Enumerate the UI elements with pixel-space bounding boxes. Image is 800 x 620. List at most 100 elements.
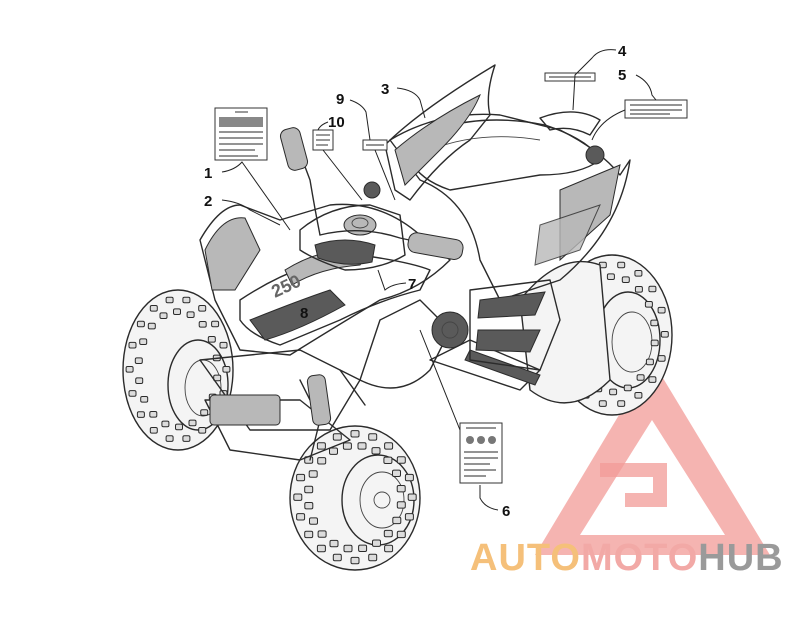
tire-knob: [332, 553, 342, 562]
tire-knob: [200, 409, 209, 416]
leader-lines: [221, 49, 657, 511]
tire-knob: [308, 470, 318, 478]
rear-fender: [389, 113, 631, 301]
tire-knob: [634, 270, 643, 277]
tire-knob: [149, 305, 158, 312]
tire-knob: [304, 502, 314, 510]
tire-knob: [350, 430, 360, 438]
tire-knob: [598, 400, 607, 407]
tire-knob: [188, 419, 197, 427]
tire-knob: [136, 411, 145, 418]
tire-knob: [342, 442, 352, 450]
tire-knob: [317, 530, 327, 538]
tire-knob: [650, 339, 659, 347]
decal-6-warning-label: [459, 422, 503, 484]
decal-4-label: [544, 72, 596, 82]
tire-knob: [621, 276, 630, 283]
tire-knob: [368, 553, 378, 562]
decal-10-label: [312, 129, 334, 151]
tire-knob: [396, 530, 406, 539]
tire-knob: [657, 306, 666, 314]
callout-10: 10: [328, 114, 345, 131]
handlebar: [279, 127, 464, 260]
callout-6: 6: [502, 503, 510, 520]
tire-knob: [198, 321, 207, 328]
watermark-part-hub: HUB: [698, 537, 783, 579]
tire-knob: [296, 513, 306, 521]
tire-knob: [304, 530, 314, 539]
tire-knob: [660, 331, 669, 338]
tire-knob: [392, 469, 401, 478]
callout-8: 8: [300, 305, 308, 322]
callout-7: 7: [408, 276, 416, 293]
tire-knob: [213, 374, 222, 382]
tire-knob: [332, 433, 342, 441]
tire-knob: [396, 456, 406, 464]
tire-knob: [383, 529, 393, 538]
tire-knob: [404, 513, 414, 521]
tire-knob: [165, 296, 174, 304]
tire-knob: [149, 427, 158, 434]
callout-2: 2: [204, 193, 212, 210]
callout-4: 4: [618, 43, 627, 60]
tire-knob: [173, 308, 181, 315]
tire-knob: [149, 411, 158, 418]
fuel-tank: [299, 204, 406, 271]
tire-knob: [309, 517, 318, 525]
tire-knob: [128, 341, 137, 349]
tire-knob: [634, 392, 643, 399]
tire-knob: [304, 485, 314, 494]
watermark-text: AUTOMOTOHUB: [470, 537, 784, 579]
watermark-part-moto: MOTO: [581, 537, 698, 579]
tire-knob: [329, 447, 338, 455]
tire-knob: [636, 374, 645, 381]
tire-knob: [372, 539, 381, 547]
tire-knob: [407, 493, 417, 501]
rear-grab-handle: [539, 111, 601, 136]
tire-knob: [186, 311, 195, 318]
front-right-wheel: [289, 425, 421, 571]
tire-knob: [392, 516, 402, 525]
tire-knob: [161, 420, 170, 428]
callout-9: 9: [336, 91, 344, 108]
tire-knob: [296, 473, 306, 482]
svg-text:AUTOMOTOHUB: AUTOMOTOHUB: [470, 537, 784, 579]
tire-knob: [371, 447, 381, 455]
footwell: [469, 279, 561, 371]
tire-knob: [198, 305, 207, 312]
tire-knob: [384, 442, 394, 450]
front-fender: 250: [199, 203, 451, 356]
tire-knob: [609, 388, 618, 396]
tire-knob: [182, 435, 191, 442]
tire-knob: [211, 320, 220, 328]
callout-labels: 1 2 3 4 5 6 7 8 9 10: [204, 43, 627, 520]
tire-knob: [316, 544, 326, 553]
tire-knob: [383, 456, 393, 465]
tire-knob: [293, 493, 303, 501]
callout-3: 3: [381, 81, 389, 98]
tire-knob: [368, 433, 378, 441]
tire-knob: [125, 366, 134, 373]
tire-knob: [396, 485, 406, 493]
watermark-logo-icon: [535, 360, 770, 555]
tire-knob: [357, 442, 367, 450]
tire-knob: [219, 341, 228, 349]
decal-9-label: [362, 139, 388, 151]
tire-knob: [657, 355, 666, 362]
tire-knob: [648, 285, 657, 293]
tire-knob: [198, 427, 207, 434]
side-panel: [384, 64, 496, 201]
tire-knob: [644, 301, 653, 308]
tire-knob: [350, 556, 360, 565]
tire-knob: [606, 273, 615, 280]
tire-knob: [623, 384, 632, 392]
tire-knob: [634, 286, 643, 293]
tire-knob: [136, 320, 145, 328]
tire-knob: [165, 435, 174, 442]
tire-knob: [396, 501, 406, 509]
tire-knob: [147, 322, 156, 330]
tire-knob: [139, 338, 148, 345]
tire-knob: [650, 319, 659, 327]
tire-knob: [645, 358, 654, 366]
